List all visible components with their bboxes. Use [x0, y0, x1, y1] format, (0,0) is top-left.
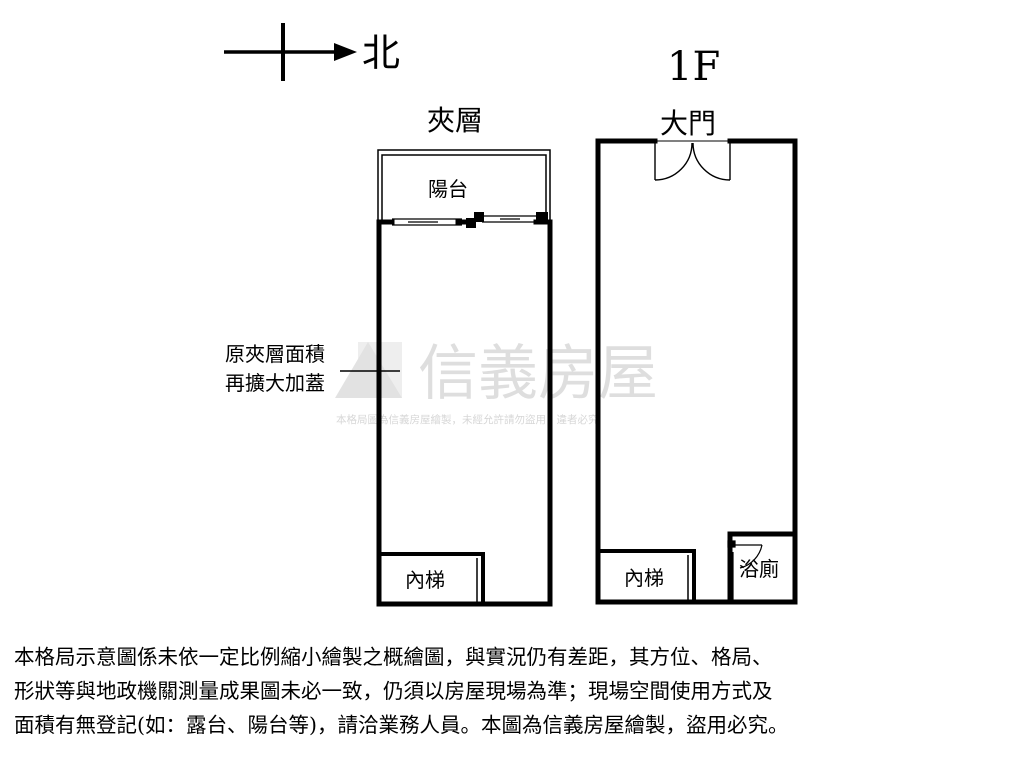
bathroom-walls	[727, 531, 795, 602]
balcony-outline	[377, 149, 551, 220]
watermark-brand: 信義房屋	[418, 339, 658, 409]
balcony-label: 陽台	[428, 177, 468, 201]
first-floor-stairs-label: 內梯	[624, 566, 664, 590]
disclaimer-text: 本格局示意圖係未依一定比例縮小繪製之概繪圖，與實況仍有差距，其方位、格局、 形狀…	[14, 640, 1014, 742]
main-door-icon	[654, 140, 731, 181]
mezzanine-plan: 陽台 內梯 原夾層面積 再擴大加蓋	[225, 149, 553, 607]
disclaimer-line-2: 形狀等與地政機關測量成果圖未必一致，仍須以房屋現場為準；現場空間使用方式及	[14, 679, 773, 703]
main-door-label: 大門	[660, 107, 716, 140]
first-floor-plan: 大門 內梯 浴廁	[595, 107, 798, 605]
balcony-sliding-door	[392, 215, 536, 226]
watermark-small-text: 本格局圖為信義房屋繪製，未經允許請勿盜用，違者必究	[336, 413, 599, 426]
disclaimer-line-1: 本格局示意圖係未依一定比例縮小繪製之概繪圖，與實況仍有差距，其方位、格局、	[14, 645, 773, 669]
north-arrow-icon	[224, 23, 357, 81]
floor-plan-diagram: 信義房屋 本格局圖為信義房屋繪製，未經允許請勿盜用，違者必究 北 夾層 1F 陽…	[224, 23, 798, 607]
column-marker	[466, 212, 548, 228]
first-floor-walls	[595, 138, 798, 605]
area-note-line1: 原夾層面積	[225, 342, 325, 366]
mezzanine-stairs-label: 內梯	[405, 568, 445, 592]
watermark: 信義房屋 本格局圖為信義房屋繪製，未經允許請勿盜用，違者必究	[335, 339, 658, 426]
area-note-line2: 再擴大加蓋	[225, 371, 325, 395]
watermark-logo-icon	[335, 342, 402, 398]
disclaimer-line-3: 面積有無登記(如：露台、陽台等)，請洽業務人員。本圖為信義房屋繪製，盜用必究。	[14, 713, 789, 737]
mezzanine-title: 夾層	[427, 104, 483, 137]
first-floor-stairs-box	[598, 549, 696, 602]
bathroom-door-icon	[727, 540, 763, 569]
mezzanine-stairs-box	[379, 552, 485, 604]
bathroom-label: 浴廁	[739, 557, 779, 581]
first-floor-title: 1F	[667, 44, 720, 90]
mezzanine-walls	[376, 219, 553, 607]
north-label: 北	[362, 31, 400, 75]
